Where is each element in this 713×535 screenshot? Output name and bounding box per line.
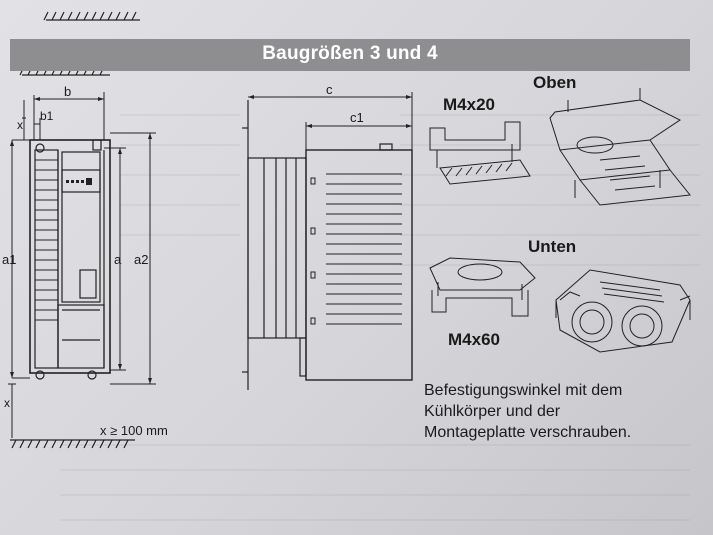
dim-label-c1: c1 xyxy=(350,110,364,125)
label-screw-m4x60: M4x60 xyxy=(448,330,500,349)
section-banner: Baugrößen 3 und 4 xyxy=(10,39,690,71)
section-title: Baugrößen 3 und 4 xyxy=(262,43,438,64)
label-screw-m4x20: M4x20 xyxy=(443,95,495,114)
dim-label-b1: b1 xyxy=(40,109,54,123)
front-panel-led-dots xyxy=(66,178,92,185)
mounting-sketch-top-right xyxy=(549,88,691,206)
dimension-arrowheads xyxy=(10,97,152,384)
mounting-sketch-top-left xyxy=(429,121,531,185)
side-view-fins xyxy=(310,173,402,325)
dim-label-x-bottom: x xyxy=(4,396,10,410)
clearance-note: x ≥ 100 mm xyxy=(100,423,168,438)
dim-label-a1: a1 xyxy=(2,252,17,267)
side-dimension-arrowheads xyxy=(248,95,412,128)
caption-line-2: Kühlkörper und der xyxy=(424,403,561,420)
dim-label-c: c xyxy=(326,82,333,97)
side-view-drawing xyxy=(242,100,413,390)
mounting-sketch-bottom-right xyxy=(555,269,691,353)
label-unten: Unten xyxy=(528,237,577,256)
side-view-dimensions xyxy=(248,92,413,150)
front-view-drawing xyxy=(29,139,111,380)
mounting-caption: Befestigungswinkel mit dem Kühlkörper un… xyxy=(424,380,704,443)
caption-line-1: Befestigungswinkel mit dem xyxy=(424,382,623,399)
dim-label-a2: a2 xyxy=(134,252,149,267)
front-top-hatch xyxy=(19,66,110,76)
mounting-sketch-bottom-left xyxy=(429,257,536,317)
front-view-dimensions xyxy=(8,92,156,438)
dim-label-b: b xyxy=(64,84,72,99)
bottom-ground-hatch xyxy=(10,439,135,449)
top-ground-hatch xyxy=(43,11,140,21)
label-oben: Oben xyxy=(533,73,577,92)
dim-label-a: a xyxy=(114,252,122,267)
caption-line-3: Montageplatte verschrauben. xyxy=(424,424,632,441)
dim-label-x-top: x xyxy=(17,118,23,132)
